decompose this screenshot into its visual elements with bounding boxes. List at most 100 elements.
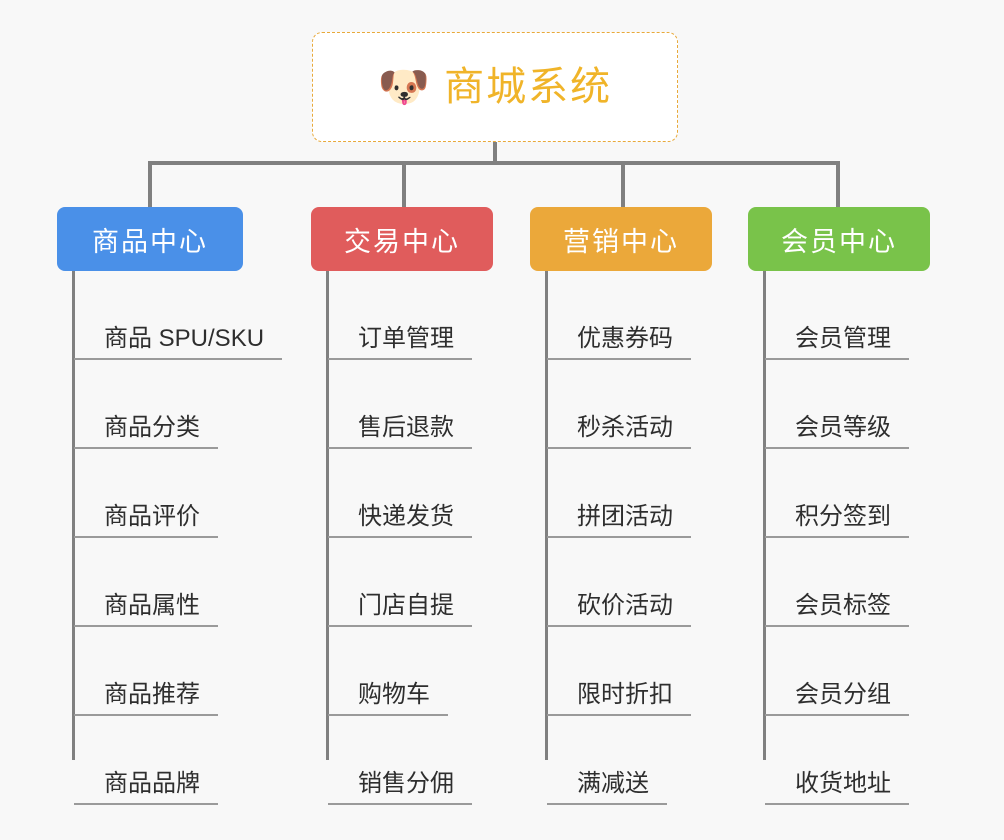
- leaf-item-underline: 商品 SPU/SKU: [74, 325, 283, 360]
- leaf-item-label: 商品推荐: [104, 681, 200, 708]
- leaf-item-label: 秒杀活动: [577, 414, 673, 441]
- leaf-item-underline: 商品品牌: [74, 772, 218, 805]
- leaf-item[interactable]: 秒杀活动: [545, 360, 712, 449]
- leaf-item-underline: 积分签到: [765, 505, 909, 538]
- connector-trunk-1: [72, 271, 75, 760]
- leaf-item-underline: 会员等级: [765, 416, 909, 449]
- leaf-item-underline: 售后退款: [328, 416, 472, 449]
- connector-drop-1: [148, 161, 152, 207]
- connector-trunk-4: [763, 271, 766, 760]
- leaf-item-underline: 砍价活动: [547, 594, 691, 627]
- leaf-item[interactable]: 购物车: [326, 627, 493, 716]
- leaf-item[interactable]: 商品推荐: [72, 627, 243, 716]
- leaf-item-label: 优惠券码: [577, 325, 673, 352]
- leaf-item[interactable]: 会员标签: [763, 538, 930, 627]
- leaf-item-underline: 销售分佣: [328, 772, 472, 805]
- leaf-item-label: 商品评价: [104, 503, 200, 530]
- leaf-item-label: 拼团活动: [577, 503, 673, 530]
- leaf-item-underline: 会员管理: [765, 327, 909, 360]
- leaf-item[interactable]: 快递发货: [326, 449, 493, 538]
- connector-drop-2: [402, 161, 406, 207]
- leaf-item[interactable]: 满减送: [545, 716, 712, 805]
- connector-root-stem: [493, 142, 497, 164]
- leaf-item-underline: 商品属性: [74, 594, 218, 627]
- leaf-item-label: 商品属性: [104, 592, 200, 619]
- category-column-3: 营销中心优惠券码秒杀活动拼团活动砍价活动限时折扣满减送: [530, 207, 712, 805]
- leaf-list-3: 优惠券码秒杀活动拼团活动砍价活动限时折扣满减送: [545, 271, 712, 805]
- leaf-item-label: 积分签到: [795, 503, 891, 530]
- leaf-item[interactable]: 会员管理: [763, 271, 930, 360]
- leaf-item[interactable]: 销售分佣: [326, 716, 493, 805]
- category-header-label: 交易中心: [344, 226, 460, 257]
- leaf-item-underline: 限时折扣: [547, 683, 691, 716]
- leaf-item-label: 会员管理: [795, 325, 891, 352]
- category-header-2[interactable]: 交易中心: [311, 207, 493, 271]
- connector-horizontal-bus: [150, 161, 838, 165]
- leaf-item[interactable]: 会员分组: [763, 627, 930, 716]
- leaf-item[interactable]: 限时折扣: [545, 627, 712, 716]
- leaf-item-label: 商品品牌: [104, 770, 200, 797]
- leaf-item-label: 门店自提: [358, 592, 454, 619]
- leaf-item-label: 购物车: [358, 681, 430, 708]
- leaf-item[interactable]: 商品分类: [72, 360, 243, 449]
- leaf-item-label: 满减送: [577, 770, 649, 797]
- leaf-item-label: 快递发货: [358, 503, 454, 530]
- leaf-item[interactable]: 门店自提: [326, 538, 493, 627]
- leaf-item[interactable]: 订单管理: [326, 271, 493, 360]
- category-column-1: 商品中心商品 SPU/SKU 商品分类商品评价商品属性商品推荐商品品牌: [57, 207, 283, 805]
- category-header-label: 商品中心: [92, 226, 208, 257]
- connector-trunk-2: [326, 271, 329, 760]
- connector-drop-4: [836, 161, 840, 207]
- leaf-item-underline: 秒杀活动: [547, 416, 691, 449]
- leaf-item-underline: 拼团活动: [547, 505, 691, 538]
- leaf-item-label: 销售分佣: [358, 770, 454, 797]
- leaf-item-underline: 购物车: [328, 683, 448, 716]
- leaf-item[interactable]: 收货地址: [763, 716, 930, 805]
- root-title: 商城系统: [444, 65, 613, 109]
- connector-drop-3: [621, 161, 625, 207]
- category-header-label: 会员中心: [781, 226, 897, 257]
- leaf-item-underline: 优惠券码: [547, 327, 691, 360]
- leaf-item-underline: 会员标签: [765, 594, 909, 627]
- connector-trunk-3: [545, 271, 548, 760]
- leaf-item-underline: 商品评价: [74, 505, 218, 538]
- leaf-item[interactable]: 售后退款: [326, 360, 493, 449]
- leaf-item-label: 会员标签: [795, 592, 891, 619]
- leaf-item[interactable]: 会员等级: [763, 360, 930, 449]
- leaf-list-2: 订单管理售后退款快递发货门店自提购物车销售分佣: [326, 271, 493, 805]
- leaf-item-label: 砍价活动: [577, 592, 673, 619]
- leaf-item-label: 售后退款: [358, 414, 454, 441]
- leaf-item[interactable]: 砍价活动: [545, 538, 712, 627]
- leaf-item-underline: 会员分组: [765, 683, 909, 716]
- leaf-item[interactable]: 商品评价: [72, 449, 243, 538]
- leaf-item-label: 商品分类: [104, 414, 200, 441]
- leaf-item[interactable]: 商品品牌: [72, 716, 243, 805]
- leaf-item-label: 限时折扣: [577, 681, 673, 708]
- leaf-item-label: 收货地址: [795, 770, 891, 797]
- leaf-item[interactable]: 商品 SPU/SKU: [72, 271, 283, 360]
- leaf-item-underline: 门店自提: [328, 594, 472, 627]
- leaf-list-1: 商品 SPU/SKU 商品分类商品评价商品属性商品推荐商品品牌: [72, 271, 283, 805]
- leaf-item-underline: 满减送: [547, 772, 667, 805]
- leaf-item[interactable]: 拼团活动: [545, 449, 712, 538]
- leaf-list-4: 会员管理会员等级积分签到会员标签会员分组收货地址: [763, 271, 930, 805]
- leaf-item-underline: 商品分类: [74, 416, 218, 449]
- leaf-item-label: 订单管理: [358, 325, 454, 352]
- leaf-item[interactable]: 积分签到: [763, 449, 930, 538]
- category-column-4: 会员中心会员管理会员等级积分签到会员标签会员分组收货地址: [748, 207, 930, 805]
- category-header-4[interactable]: 会员中心: [748, 207, 930, 271]
- leaf-item-underline: 收货地址: [765, 772, 909, 805]
- leaf-item[interactable]: 商品属性: [72, 538, 243, 627]
- leaf-item-underline: 订单管理: [328, 327, 472, 360]
- root-node[interactable]: 🐶 商城系统: [312, 32, 678, 142]
- leaf-item-label: 会员等级: [795, 414, 891, 441]
- category-column-2: 交易中心订单管理售后退款快递发货门店自提购物车销售分佣: [311, 207, 493, 805]
- leaf-item-label: 商品 SPU/SKU: [104, 325, 265, 352]
- category-header-3[interactable]: 营销中心: [530, 207, 712, 271]
- leaf-item-underline: 商品推荐: [74, 683, 218, 716]
- category-header-1[interactable]: 商品中心: [57, 207, 243, 271]
- leaf-item-label: 会员分组: [795, 681, 891, 708]
- leaf-item-underline: 快递发货: [328, 505, 472, 538]
- leaf-item[interactable]: 优惠券码: [545, 271, 712, 360]
